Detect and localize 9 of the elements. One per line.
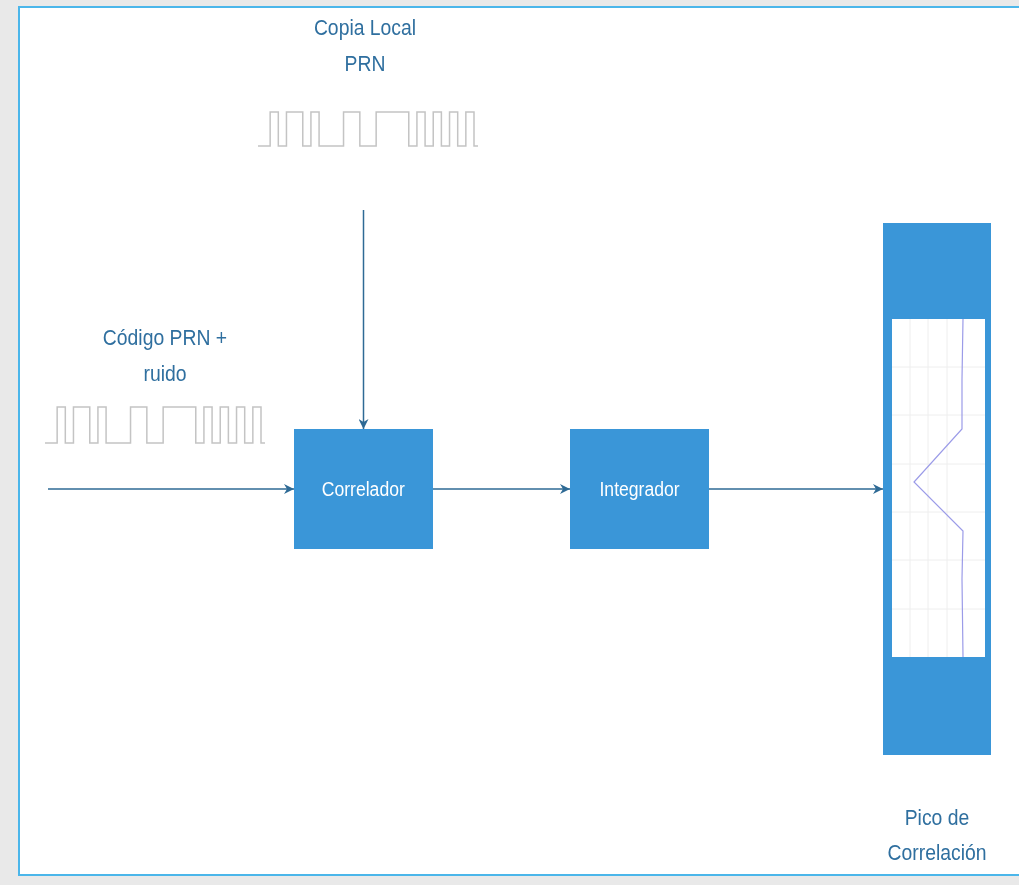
- arrow: [432, 484, 571, 494]
- process-box: Integrador: [570, 429, 709, 549]
- arrow: [358, 209, 369, 430]
- arrow: [47, 484, 295, 494]
- arrow: [708, 484, 884, 494]
- caption-text: Pico de Correlación: [886, 804, 988, 867]
- input-label: Código PRN + ruido: [101, 324, 229, 388]
- input-label: Copia Local PRN: [312, 14, 418, 78]
- process-box: Correlador: [294, 429, 433, 549]
